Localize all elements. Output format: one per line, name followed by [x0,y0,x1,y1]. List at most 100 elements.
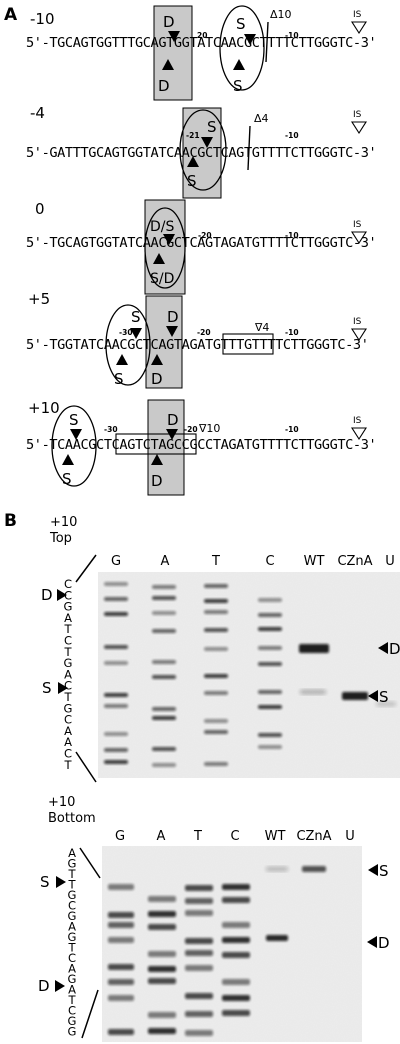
lane-label: U [345,829,355,844]
gel-band [185,938,213,944]
lane-label: U [385,554,395,569]
gel-band [148,966,176,972]
ladder-bracket [81,989,99,1039]
gel-band [222,922,250,928]
cleavage-arrow-down [130,328,142,339]
right-marker-label: D [378,934,390,952]
gel-band [222,952,250,958]
gel-band [258,646,282,650]
gel-band [204,719,228,723]
cleavage-arrow-up [62,454,74,465]
gel-band [302,866,326,872]
sequence-letter: G [68,972,77,986]
gel-top: +10 Top G A T C WT CZnA U CCGATCTGACTGCA… [41,515,400,783]
construct-name: 0 [35,200,45,218]
gel-band [204,730,228,734]
left-marker-label: S [40,873,50,891]
gel-band [152,707,176,711]
gel-band [152,716,176,720]
gel-band [222,897,250,903]
sequence-letter: C [64,634,72,648]
insertion-box [222,333,274,355]
cleavage-arrow-down [168,31,180,42]
cleavage-arrow-up [233,59,245,70]
gel-band [204,647,228,651]
construct-plus5: +5 D D S S ∇4 -30 -20 -10 IS 5'-TGGTATCA… [26,290,369,389]
gel-band [299,644,329,653]
sequence-letter: G [68,1025,77,1039]
gel-band [185,885,213,891]
gel-band [148,911,176,917]
gel-band [104,582,128,586]
gel-band [152,660,176,664]
right-marker-arrow-icon [367,936,377,948]
left-marker-label: D [41,586,53,604]
gel-band [376,702,396,706]
gel-band [152,596,176,600]
gel-band [104,732,128,736]
sequence-letter: C [64,588,72,602]
gel-bands [104,582,396,767]
gel-band [108,912,134,918]
box-top-label: D [167,411,179,429]
gel-band [222,884,250,890]
tick-label: -10 [285,328,299,337]
construct-name: +5 [28,290,50,308]
oval-bottom-label: S/D [150,271,174,287]
gel-band [222,937,250,943]
gel-band [258,613,282,617]
site-oval [219,5,265,91]
cleavage-arrow-down [201,137,213,148]
is-label: IS [353,220,362,230]
gel-band [148,978,176,984]
lane-label: G [111,554,121,569]
oval-top-label: S [69,411,79,429]
is-label: IS [353,317,362,327]
construct-name: -10 [30,10,55,28]
deletion-label: Δ10 [270,8,292,21]
tick-label: -30 [119,328,133,337]
right-marker-arrow-icon [368,690,378,702]
gel-band [204,691,228,695]
gel-band [152,629,176,633]
insertion-box [115,433,197,455]
box-bottom-label: D [158,77,170,95]
lane-label: T [211,554,220,569]
gel-band [342,692,368,700]
gel-band [104,645,128,649]
construct-minus4: -4 S S Δ4 -21 -10 IS 5'-GATTTGCAGTGGTATC… [26,104,377,199]
sequence: 5'-TGCAGTGGTTTGCAGTGGTATCAACGCTTTTCTTGGG… [26,35,376,51]
oval-bottom-label: S [233,77,243,95]
tick-label: -21 [186,131,200,140]
is-marker-icon [350,231,368,245]
gel-band [204,674,228,678]
oval-bottom-label: S [62,470,72,488]
cleavage-arrow-up [116,354,128,365]
tick-label: -10 [285,131,299,140]
gel-band [300,690,326,694]
sequence-letter: C [64,577,72,591]
gel-band [222,979,250,985]
gel-band [185,965,213,971]
sequence: 5'-TCAACGCTCAGTCTAGCCGCCTAGATGTTTTCTTGGG… [26,437,376,453]
tick-label: -10 [285,425,299,434]
sequence-letter: T [63,690,72,704]
right-marker-label: D [389,640,400,658]
sequence: 5'-TGGTATCAACGCTCAGTAGATGTTTGTTTTCTTGGGT… [26,337,369,353]
cleavage-arrow-down [166,326,178,337]
gel-band [258,598,282,602]
sequence-letter: G [68,909,77,923]
is-label: IS [353,416,362,426]
left-marker-arrow-icon [58,682,68,694]
right-marker-label: S [379,862,389,880]
gel-image [98,572,400,778]
construct-name: +10 [28,399,60,417]
sequence: 5'-TGCAGTGGTATCAACGCTCAGTAGATGTTTTCTTGGG… [26,235,376,251]
gel-band [258,627,282,631]
diffused-site-box [153,5,193,101]
gel-band [104,704,128,708]
sequence-letter: G [68,1014,77,1028]
lane-label: A [161,554,170,569]
gel-band [258,733,282,737]
